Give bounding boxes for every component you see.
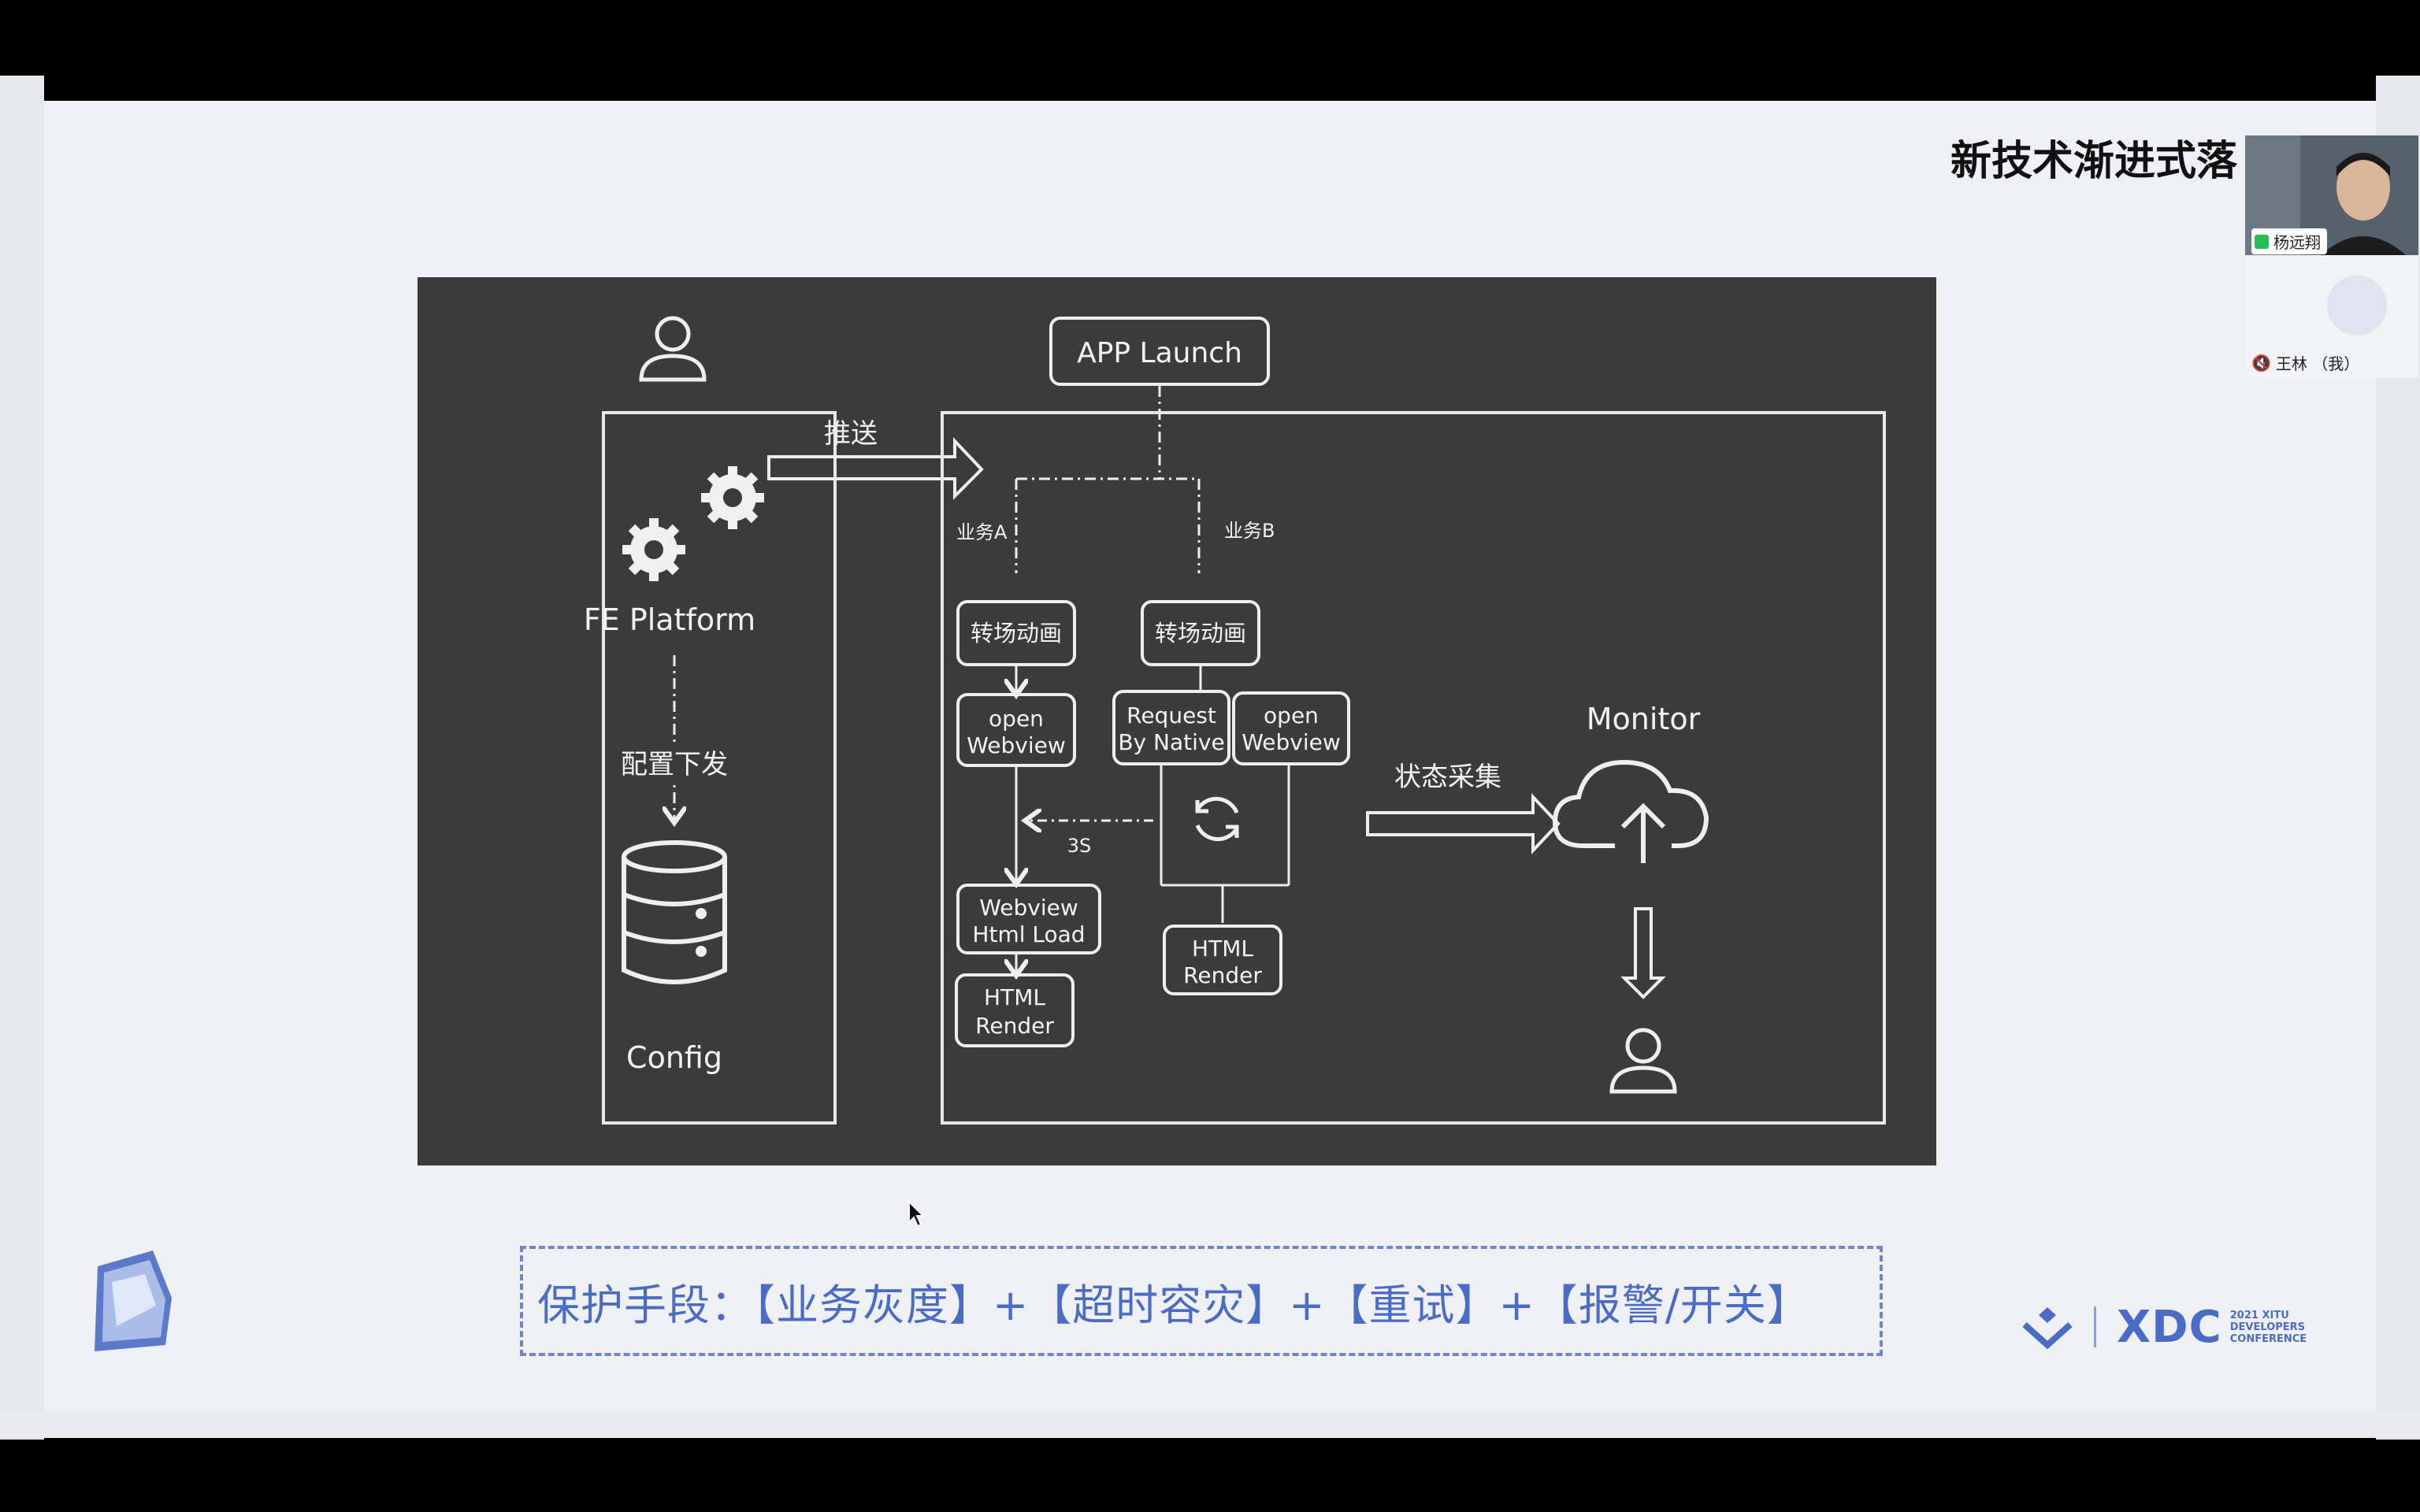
html-render-b-line1: HTML (1192, 936, 1253, 962)
html-render-b-box (1163, 925, 1282, 995)
open-webview-b-box (1232, 691, 1350, 765)
bottom-window-edge (0, 1411, 2420, 1438)
transition-a-box (956, 600, 1076, 666)
speaker-video-tile[interactable]: 杨远翔 (2245, 135, 2418, 255)
timeout-label: 3S (1067, 835, 1092, 857)
user-icon-top (639, 316, 707, 382)
state-collect-arrow (1366, 792, 1561, 855)
xdc-subtitle: 2021 XITU DEVELOPERS CONFERENCE (2230, 1310, 2307, 1345)
webview-load-line2: Html Load (972, 921, 1085, 947)
open-webview-a-line2: Webview (967, 732, 1066, 758)
xdc-wordmark: XDC (2117, 1301, 2222, 1353)
biz-a-label: 业务A (956, 521, 1008, 543)
request-native-line2: By Native (1118, 729, 1224, 755)
html-render-a-line2: Render (975, 1013, 1054, 1039)
participant-panel[interactable]: 杨远翔 🔇 王林 （我） (2245, 135, 2418, 378)
gears-icon (622, 466, 764, 581)
xdc-sub-line-2: DEVELOPERS (2229, 1321, 2306, 1333)
push-arrow (767, 436, 984, 500)
monitor-down-arrow (1620, 907, 1666, 999)
presentation-slide: 新技术渐进式落 (44, 101, 2376, 1411)
architecture-diagram: FE Platform 配置下发 Config 推送 (418, 277, 1936, 1166)
push-label: 推送 (824, 418, 878, 450)
xdc-brand: XDC 2021 XITU DEVELOPERS CONFERENCE (2021, 1299, 2307, 1354)
native-bracket (1160, 765, 1290, 923)
launch-split-lines (1015, 386, 1201, 573)
webview-load-line1: Webview (979, 895, 1078, 921)
request-native-line1: Request (1126, 702, 1216, 728)
self-name-tag: 🔇 王林 （我） (2251, 351, 2359, 374)
user-icon-bottom (1609, 1028, 1677, 1094)
self-video-tile[interactable]: 🔇 王林 （我） (2245, 255, 2418, 378)
protection-measures-box: 保护手段：【业务灰度】+【超时容灾】+【重试】+【报警/开关】 (520, 1246, 1883, 1356)
xdc-mark-icon (2022, 1307, 2073, 1350)
database-icon (622, 840, 727, 984)
open-webview-b-line2: Webview (1242, 729, 1341, 755)
mouse-cursor-icon (908, 1200, 926, 1228)
flow-panel (941, 411, 1886, 1125)
speaker-name: 杨远翔 (2273, 233, 2321, 252)
mic-muted-icon: 🔇 (2251, 353, 2271, 372)
self-name: 王林 （我） (2275, 354, 2360, 373)
webview-load-box (956, 884, 1101, 954)
xdc-sub-line-1: 2021 XITU (2229, 1309, 2289, 1321)
self-avatar (2327, 276, 2387, 335)
conference-logo-icon (95, 1251, 172, 1351)
xdc-sub-line-3: CONFERENCE (2229, 1332, 2307, 1345)
monitor-label: Monitor (1587, 702, 1701, 736)
request-native-box (1112, 690, 1230, 765)
state-collect-label: 状态采集 (1394, 762, 1501, 793)
speaker-name-tag: 杨远翔 (2251, 228, 2327, 254)
left-window-edge (0, 76, 44, 1440)
transition-b-box (1141, 600, 1260, 666)
xdc-separator (2094, 1306, 2096, 1347)
html-render-a-line1: HTML (984, 984, 1045, 1010)
html-render-b-line2: Render (1183, 962, 1262, 988)
diagram-canvas: FE Platform 配置下发 Config 推送 (584, 316, 1886, 1125)
app-launch-box (1049, 317, 1270, 386)
html-render-a-box (955, 973, 1075, 1047)
fe-platform-label: FE Platform (584, 602, 755, 637)
open-webview-a-line1: open (989, 706, 1044, 732)
config-dispatch-label: 配置下发 (621, 749, 728, 780)
open-webview-a-box (956, 693, 1076, 767)
config-label: Config (626, 1040, 722, 1075)
fe-platform-panel (602, 411, 837, 1125)
open-webview-b-line1: open (1264, 702, 1319, 728)
slide-title: 新技术渐进式落 (1950, 138, 2238, 185)
transition-b-label: 转场动画 (1155, 620, 1246, 647)
protection-measures-text: 保护手段：【业务灰度】+【超时容灾】+【重试】+【报警/开关】 (537, 1280, 1810, 1330)
cloud-upload-icon (1552, 759, 1709, 863)
retry-icon (1195, 796, 1239, 842)
mic-on-icon (2255, 234, 2269, 249)
biz-b-label: 业务B (1224, 520, 1275, 542)
transition-a-label: 转场动画 (971, 620, 1062, 647)
app-launch-label: APP Launch (1077, 337, 1242, 369)
